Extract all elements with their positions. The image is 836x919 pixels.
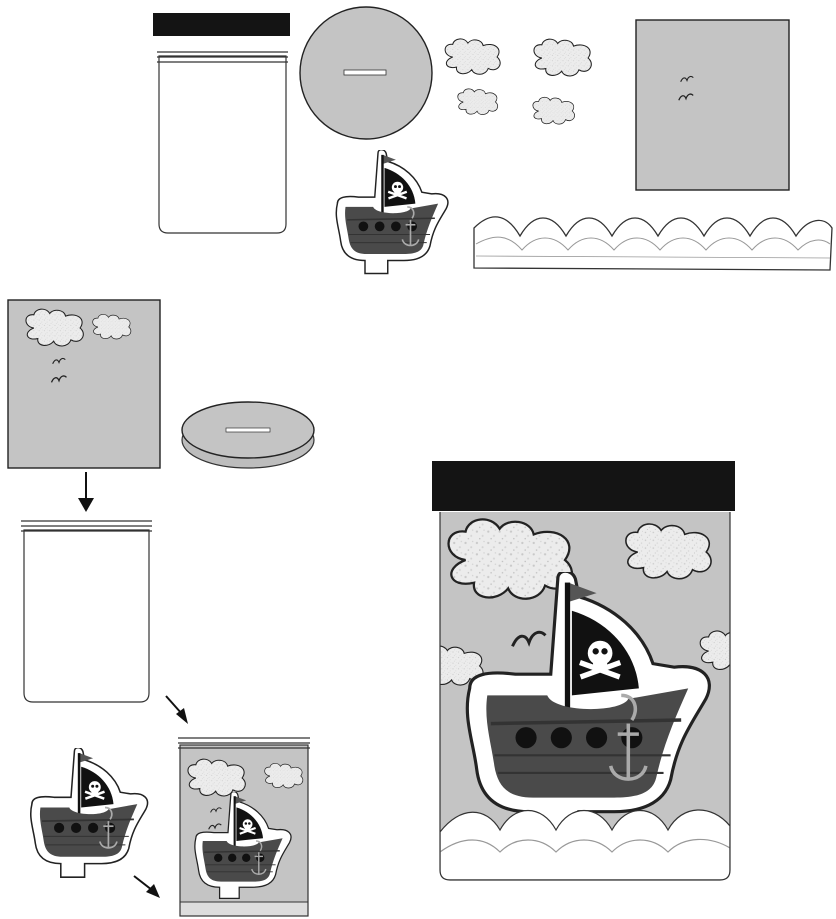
cloud-icon bbox=[457, 88, 499, 115]
grey-panel bbox=[635, 19, 790, 191]
step-assemble-background bbox=[7, 299, 315, 703]
step-insert bbox=[29, 695, 310, 917]
round-disc bbox=[299, 6, 433, 140]
cloud-icon bbox=[533, 38, 592, 77]
cloud-icon bbox=[444, 38, 501, 75]
jar-lid bbox=[432, 461, 735, 511]
arrow-icon bbox=[133, 875, 160, 898]
panel-with-clouds bbox=[7, 299, 161, 469]
arrow-icon bbox=[78, 472, 94, 512]
cloud-cutouts bbox=[444, 38, 592, 125]
arrow-icon bbox=[165, 695, 188, 724]
cloud-icon bbox=[532, 96, 576, 125]
small-assembled-jar bbox=[178, 737, 310, 917]
step-parts bbox=[153, 6, 833, 275]
pirate-ship-icon bbox=[335, 150, 449, 275]
step-result bbox=[432, 461, 735, 881]
wave-strip bbox=[473, 216, 833, 271]
jar bbox=[157, 51, 288, 234]
large-finished-jar bbox=[432, 461, 735, 881]
pirate-ship-icon bbox=[29, 748, 149, 879]
disc-3d bbox=[181, 401, 315, 469]
empty-jar bbox=[21, 520, 152, 703]
jar-lid bbox=[153, 13, 290, 36]
